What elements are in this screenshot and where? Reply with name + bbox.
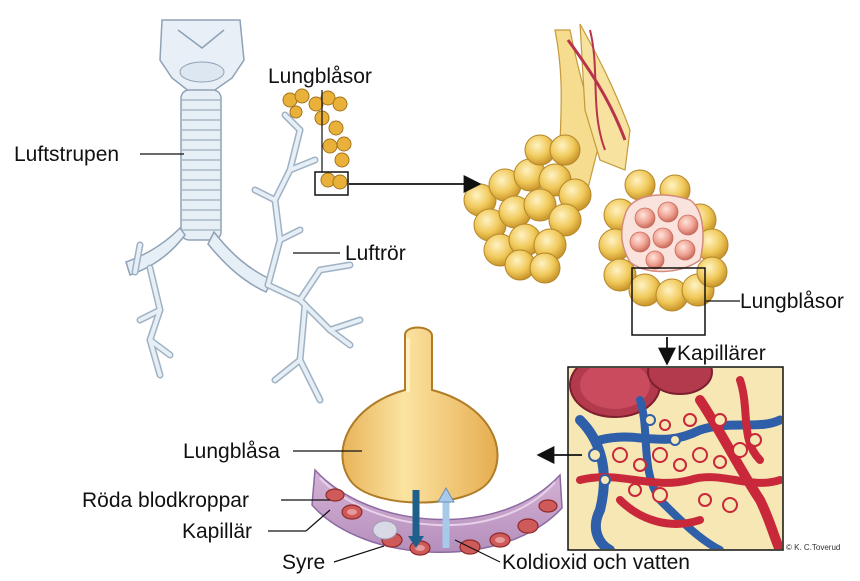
label-syre: Syre: [282, 552, 325, 573]
label-lungblasor-top: Lungblåsor: [268, 66, 372, 87]
label-luftror: Luftrör: [345, 243, 406, 264]
label-koldioxid: Koldioxid och vatten: [502, 552, 690, 573]
credit-text: © K. C.Toverud: [786, 543, 840, 552]
label-kapillar: Kapillär: [182, 521, 252, 542]
label-lungblasa: Lungblåsa: [183, 441, 280, 462]
capillary-network-illustration: [568, 350, 783, 550]
alveolus-cross-section: [312, 328, 562, 556]
label-kapillarer: Kapillärer: [677, 343, 766, 364]
label-roda-blodkroppar: Röda blodkroppar: [82, 490, 249, 511]
label-lungblasor-right: Lungblåsor: [740, 291, 844, 312]
label-luftstrupen: Luftstrupen: [14, 144, 119, 165]
alveoli-cluster-illustration: [464, 24, 728, 335]
